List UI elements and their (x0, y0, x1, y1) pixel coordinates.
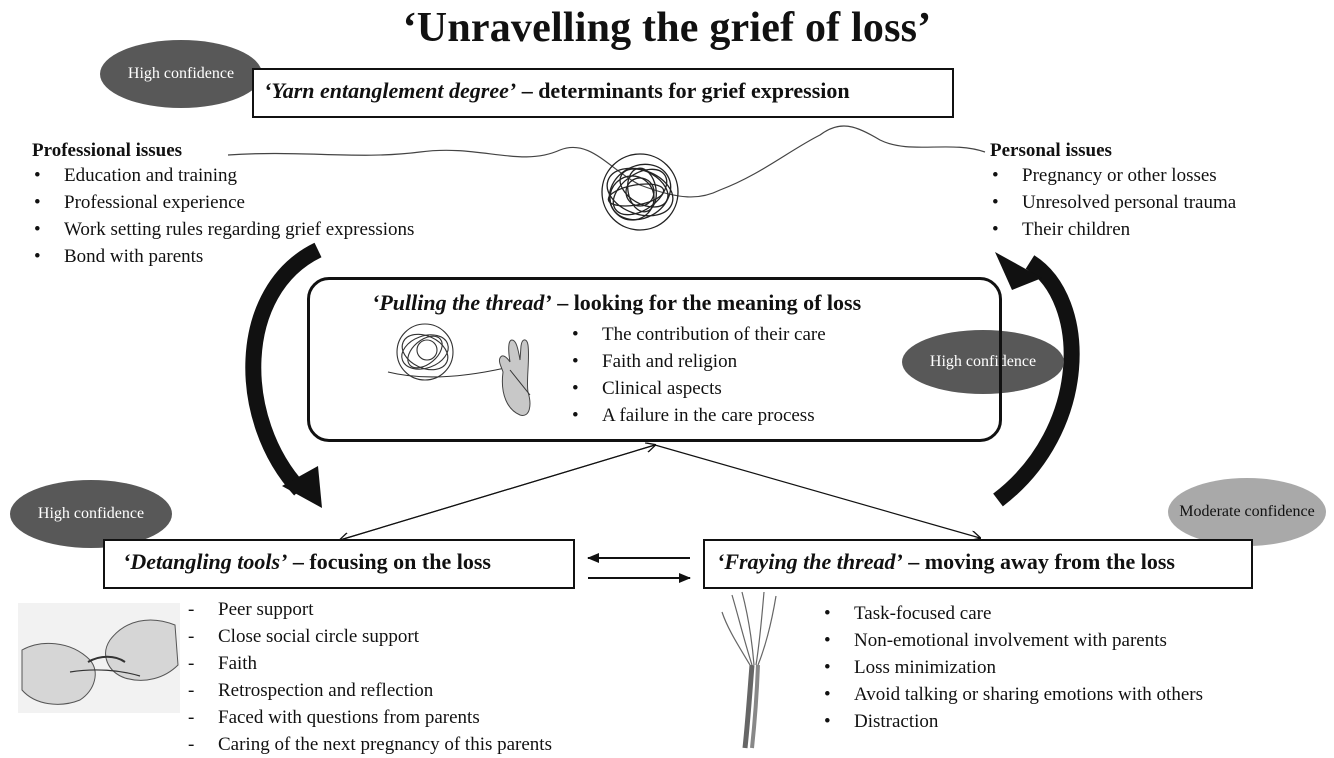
arrow-detangling-to-pulling (339, 445, 655, 541)
detangling-tools-list: Peer support Close social circle support… (186, 596, 552, 758)
list-item: Faith and religion (570, 348, 826, 375)
confidence-badge-fraying: Moderate confidence (1168, 478, 1326, 546)
yarn-box-label: – determinants for grief expression (516, 78, 850, 103)
personal-issues-heading: Personal issues (990, 140, 1112, 161)
list-item: Retrospection and reflection (186, 677, 552, 704)
fraying-box-italic: ‘Fraying the thread’ (717, 549, 903, 574)
list-item: Faith (186, 650, 552, 677)
detangling-box-italic: ‘Detangling tools’ (123, 549, 288, 574)
pulling-box-label: – looking for the meaning of loss (551, 290, 862, 315)
list-item: Their children (990, 216, 1236, 243)
list-item: Work setting rules regarding grief expre… (32, 216, 414, 243)
fraying-thread-list: Task-focused care Non-emotional involvem… (822, 600, 1203, 735)
detangling-hands-icon (18, 603, 180, 713)
confidence-badge-detangling: High confidence (10, 480, 172, 548)
pulling-thread-box: ‘Pulling the thread’ – looking for the m… (307, 277, 1002, 442)
confidence-badge-pulling: High confidence (902, 330, 1064, 394)
curved-arrow-right (993, 255, 1080, 507)
list-item: Caring of the next pregnancy of this par… (186, 731, 552, 758)
professional-issues-list: Education and training Professional expe… (32, 162, 414, 270)
list-item: Distraction (822, 708, 1203, 735)
pulling-thread-list: The contribution of their care Faith and… (570, 321, 826, 429)
list-item: Non-emotional involvement with parents (822, 627, 1203, 654)
arrow-pulling-to-fraying (654, 444, 980, 538)
pulling-box-italic: ‘Pulling the thread’ (372, 290, 552, 315)
list-item: Task-focused care (822, 600, 1203, 627)
detangling-tools-box: ‘Detangling tools’ – focusing on the los… (103, 539, 575, 589)
list-item: Loss minimization (822, 654, 1203, 681)
frayed-rope-icon (721, 591, 777, 749)
yarn-entanglement-box: ‘Yarn entanglement degree’ – determinant… (252, 68, 954, 118)
personal-issues-list: Pregnancy or other losses Unresolved per… (990, 162, 1236, 243)
list-item: Pregnancy or other losses (990, 162, 1236, 189)
list-item: Clinical aspects (570, 375, 826, 402)
fraying-thread-box: ‘Fraying the thread’ – moving away from … (703, 539, 1253, 589)
hand-icon (498, 339, 531, 416)
detangling-box-label: – focusing on the loss (287, 549, 491, 574)
diagram-title: ‘Unravelling the grief of loss’ (402, 5, 932, 51)
list-item: Unresolved personal trauma (990, 189, 1236, 216)
list-item: Faced with questions from parents (186, 704, 552, 731)
professional-issues: Professional issues Education and traini… (32, 140, 414, 270)
fraying-box-label: – moving away from the loss (902, 549, 1175, 574)
list-item: A failure in the care process (570, 402, 826, 429)
list-item: Close social circle support (186, 623, 552, 650)
list-item: Professional experience (32, 189, 414, 216)
list-item: Bond with parents (32, 243, 414, 270)
confidence-badge-yarn: High confidence (100, 40, 262, 108)
professional-issues-heading: Professional issues (32, 140, 183, 161)
pulling-yarn-icon (387, 323, 506, 381)
tangled-yarn-ball-icon (601, 153, 679, 231)
yarn-box-italic: ‘Yarn entanglement degree’ (264, 78, 517, 103)
list-item: The contribution of their care (570, 321, 826, 348)
list-item: Avoid talking or sharing emotions with o… (822, 681, 1203, 708)
list-item: Education and training (32, 162, 414, 189)
personal-issues: Personal issues Pregnancy or other losse… (990, 140, 1236, 243)
list-item: Peer support (186, 596, 552, 623)
